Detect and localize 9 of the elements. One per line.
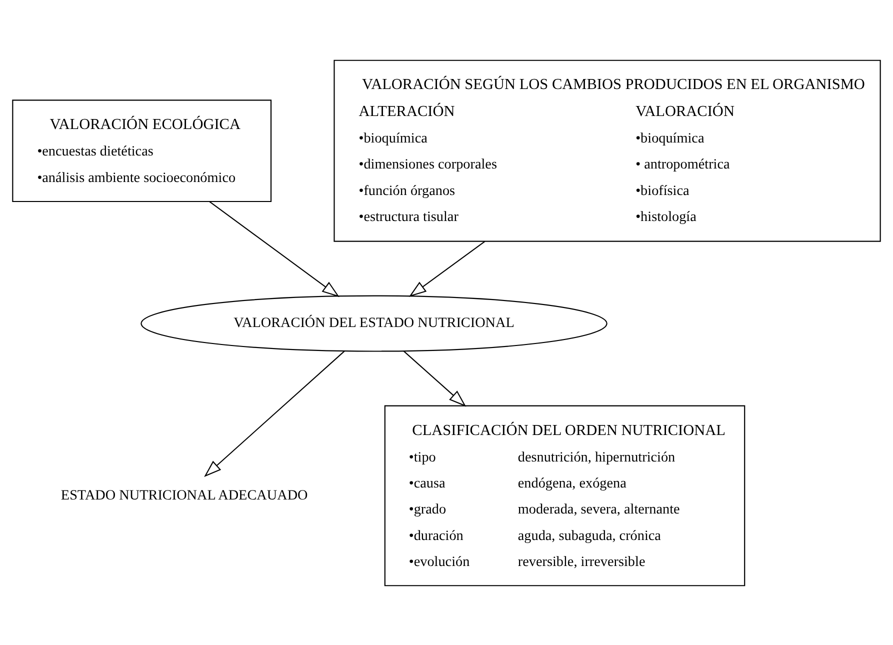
arrow <box>209 200 340 297</box>
arrow <box>204 350 345 476</box>
node-box: CLASIFICACIÓN DEL ORDEN NUTRICIONAL •tipo desnutrición, hipernutrición •causa endógena, exógena •grado moderada, severa, alternante •duración aguda, subaguda, crónica •evolución reversible, irreversible <box>384 404 746 586</box>
node-text: ESTADO NUTRICIONAL ADECAUADO <box>60 486 308 503</box>
node-box: VALORACIÓN SEGÚN LOS CAMBIOS PRODUCIDOS EN EL ORGANISMO ALTERACIÓN VALORACIÓN •bioquímica •bioquímica •dimensiones corporales • antropométrica •función órganos •biofísica •estructura tisular •histología <box>334 59 881 242</box>
node-ellipse: VALORACIÓN DEL ESTADO NUTRICIONAL <box>140 294 608 352</box>
arrow <box>408 240 486 296</box>
node-box: VALORACIÓN ECOLÓGICA •encuestas dietéticas •análisis ambiente socioeconómico <box>12 99 272 202</box>
arrow <box>403 350 466 406</box>
